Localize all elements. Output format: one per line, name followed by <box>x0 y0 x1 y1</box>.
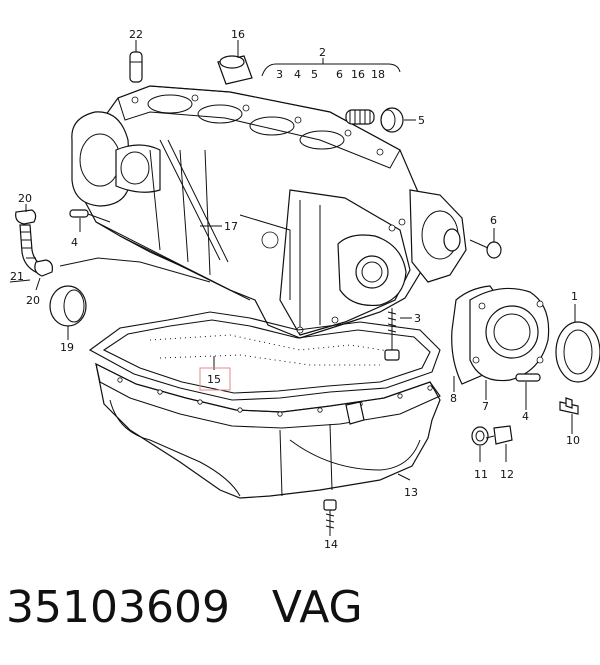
callout-6: 6 <box>336 68 343 81</box>
callout-4-right: 4 <box>522 410 529 423</box>
footer-caption: 35103609 VAG <box>6 582 363 633</box>
oil-pan-gasket <box>88 311 441 401</box>
highlight-box <box>199 367 231 391</box>
brand-name: VAG <box>271 582 363 633</box>
callout-3-bolt: 3 <box>414 312 421 325</box>
callout-3: 3 <box>276 68 283 81</box>
callout-22: 22 <box>129 28 143 41</box>
callout-2: 2 <box>319 46 326 59</box>
callout-11: 11 <box>474 468 488 481</box>
top-parts <box>129 51 502 259</box>
callout-12: 12 <box>500 468 514 481</box>
oil-pan <box>95 362 441 499</box>
callout-13: 13 <box>404 486 418 499</box>
callout-6-plug: 6 <box>490 214 497 227</box>
callout-20-bottom: 20 <box>26 294 40 307</box>
callout-7: 7 <box>482 400 489 413</box>
callout-8: 8 <box>450 392 457 405</box>
callout-labels: 22 16 2 3 4 5 6 16 18 5 6 20 4 17 21 20 … <box>10 28 580 551</box>
callout-5: 5 <box>311 68 318 81</box>
callout-19: 19 <box>60 341 74 354</box>
callout-21: 21 <box>10 270 24 283</box>
callout-5-plug: 5 <box>418 114 425 127</box>
callout-4: 4 <box>294 68 301 81</box>
callout-16-group: 16 <box>351 68 365 81</box>
right-parts <box>323 285 600 530</box>
callout-4-dowel: 4 <box>71 236 78 249</box>
callout-17: 17 <box>224 220 238 233</box>
engine-block <box>71 85 467 339</box>
callout-10: 10 <box>566 434 580 447</box>
left-parts <box>15 209 111 327</box>
leader-lines <box>9 40 576 536</box>
callout-16: 16 <box>231 28 245 41</box>
callout-20-top: 20 <box>18 192 32 205</box>
callout-18: 18 <box>371 68 385 81</box>
part-number: 35103609 <box>6 582 230 633</box>
callout-14: 14 <box>324 538 338 551</box>
callout-15: 15 <box>207 373 221 386</box>
exploded-parts-diagram: 22 16 2 3 4 5 6 16 18 5 6 20 4 17 21 20 … <box>9 28 600 551</box>
callout-1: 1 <box>571 290 578 303</box>
